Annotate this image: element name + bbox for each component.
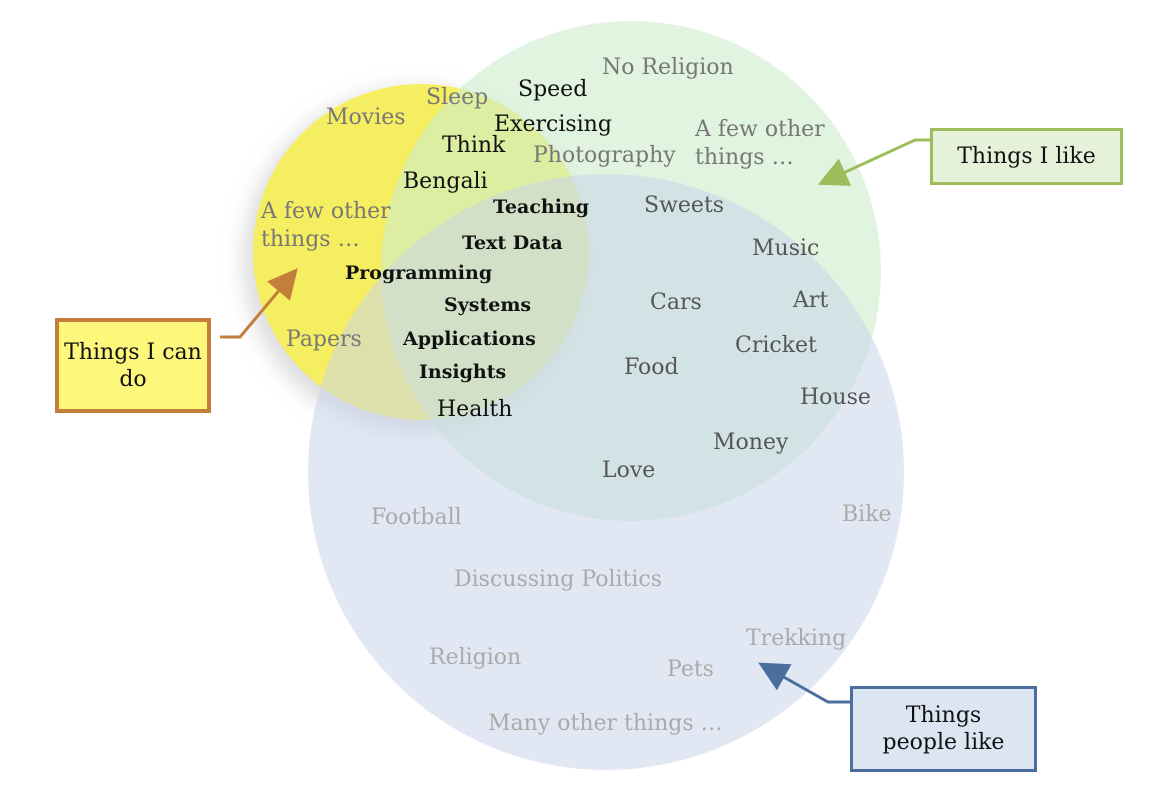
word: Teaching: [493, 196, 590, 218]
word: Movies: [326, 105, 406, 130]
arrow-can-do: [220, 268, 298, 339]
word: Music: [752, 236, 820, 261]
word: Insights: [419, 361, 507, 383]
word: Papers: [286, 327, 362, 352]
word: Football: [371, 505, 462, 530]
label-things-i-like: Things I like: [930, 128, 1123, 185]
word: Photography: [533, 143, 676, 168]
word: A few other things …: [261, 199, 391, 252]
word: Cars: [650, 290, 702, 315]
word: Systems: [444, 294, 532, 316]
word: Religion: [429, 645, 522, 670]
word: Sweets: [644, 193, 725, 218]
word: Art: [793, 288, 829, 313]
word: No Religion: [602, 55, 734, 80]
arrow-i-like: [817, 138, 930, 186]
word: Trekking: [746, 626, 847, 651]
word: A few other things …: [695, 117, 825, 170]
word: House: [800, 385, 871, 410]
word: Pets: [667, 657, 714, 682]
word: Love: [602, 458, 656, 483]
word: Applications: [403, 328, 536, 350]
word: Bengali: [403, 169, 488, 194]
word: Food: [624, 355, 679, 380]
circle-things-people-like: [308, 174, 904, 770]
word: Text Data: [462, 232, 563, 254]
label-things-people-like: Things people like: [850, 686, 1037, 772]
word: Programming: [345, 262, 493, 284]
word: Discussing Politics: [454, 567, 663, 592]
arrow-people-like: [758, 662, 850, 704]
label-things-i-can-do: Things I can do: [55, 318, 211, 413]
word: Sleep: [426, 85, 489, 110]
word: Cricket: [735, 333, 817, 358]
word: Bike: [842, 502, 892, 527]
word: Speed: [518, 77, 588, 102]
word: Exercising: [494, 112, 612, 137]
word: Many other things …: [488, 711, 723, 736]
word: Health: [437, 397, 513, 422]
word: Money: [713, 430, 789, 455]
word: Think: [442, 133, 506, 158]
